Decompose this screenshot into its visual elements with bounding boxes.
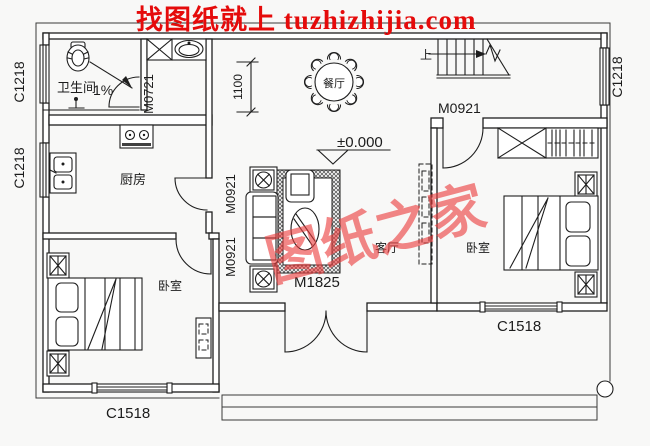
door-label-bedroom-right: M0921 xyxy=(438,100,481,116)
watermark-site-title: 找图纸就上 tuzhizhijia.com xyxy=(136,5,477,35)
door-entrance-double xyxy=(284,310,368,353)
room-label-bathroom: 卫生间 xyxy=(57,80,96,95)
dining-table-icon xyxy=(303,51,365,113)
nightstand-icon xyxy=(574,271,598,298)
room-label-kitchen: 厨房 xyxy=(120,172,146,187)
wardrobe-icon xyxy=(497,127,599,159)
kitchen-fixtures xyxy=(49,124,154,194)
slope-arrowhead xyxy=(122,76,132,88)
armchair-icon xyxy=(285,169,315,203)
stove-icon xyxy=(119,124,154,149)
bathroom-fixtures xyxy=(66,38,207,109)
bedroom-right-furniture xyxy=(497,127,599,298)
window-label-bathroom: C1218 xyxy=(11,61,27,102)
doors xyxy=(108,76,484,353)
door-kitchen xyxy=(174,177,208,211)
sofa-icon xyxy=(245,191,279,265)
end-table-icon xyxy=(249,166,278,194)
window-stairhall xyxy=(599,47,610,106)
room-label-living: 客厅 xyxy=(375,240,399,255)
door-label-kitchen: M0921 xyxy=(223,174,238,214)
windows xyxy=(39,44,610,394)
nightstand-icon xyxy=(574,171,598,198)
desk-icon xyxy=(195,317,212,359)
slope-arrow xyxy=(89,61,133,89)
porch-steps xyxy=(221,394,598,421)
window-label-bedroom-left: C1518 xyxy=(106,405,150,422)
corner-column-marker xyxy=(596,380,614,398)
nightstand-icon xyxy=(46,350,70,377)
window-bathroom xyxy=(39,44,50,104)
nightstand-icon xyxy=(46,252,70,279)
room-label-dining: 餐厅 xyxy=(323,76,345,90)
squat-toilet-icon xyxy=(66,41,90,72)
level-label: ±0.000 xyxy=(337,134,383,151)
door-label-bedroom-left: M0921 xyxy=(223,237,238,277)
coffee-table-icon xyxy=(290,207,320,251)
stairs-up-label: 上 xyxy=(420,48,432,62)
window-label-stairhall: C1218 xyxy=(609,56,625,97)
window-bedroom-right xyxy=(479,301,563,313)
bed-icon xyxy=(47,277,143,351)
window-label-bedroom-right: C1518 xyxy=(497,318,541,335)
door-label-bathroom: M0721 xyxy=(141,74,156,114)
door-bedroom-right xyxy=(442,127,484,169)
washbasin-icon xyxy=(174,39,204,59)
door-label-entrance: M1825 xyxy=(294,274,340,291)
door-bedroom-left xyxy=(175,238,212,275)
living-room-furniture xyxy=(245,163,433,293)
bed-icon xyxy=(503,195,599,271)
kitchen-sink-icon xyxy=(49,152,77,194)
door-bathroom xyxy=(108,76,140,111)
window-kitchen xyxy=(39,142,50,198)
window-bedroom-left xyxy=(91,382,173,394)
level-mark xyxy=(316,149,391,165)
dimension-label-1100: 1100 xyxy=(231,74,245,100)
bedroom-left-furniture xyxy=(46,252,212,377)
floor-drain-icon xyxy=(68,97,85,109)
room-label-bedroom-right: 卧室 xyxy=(466,240,490,255)
staircase-icon xyxy=(428,38,511,79)
eave-outline xyxy=(35,22,614,421)
slope-label: 1% xyxy=(93,82,113,98)
tv-cabinet-icon xyxy=(418,163,433,265)
dimension-1100 xyxy=(236,57,259,117)
labels: 卫生间 1% 厨房 餐厅 客厅 卧室 卧室 M0721 M0921 M0921 … xyxy=(11,48,625,422)
room-label-bedroom-left: 卧室 xyxy=(158,278,182,293)
window-label-kitchen: C1218 xyxy=(11,147,27,188)
